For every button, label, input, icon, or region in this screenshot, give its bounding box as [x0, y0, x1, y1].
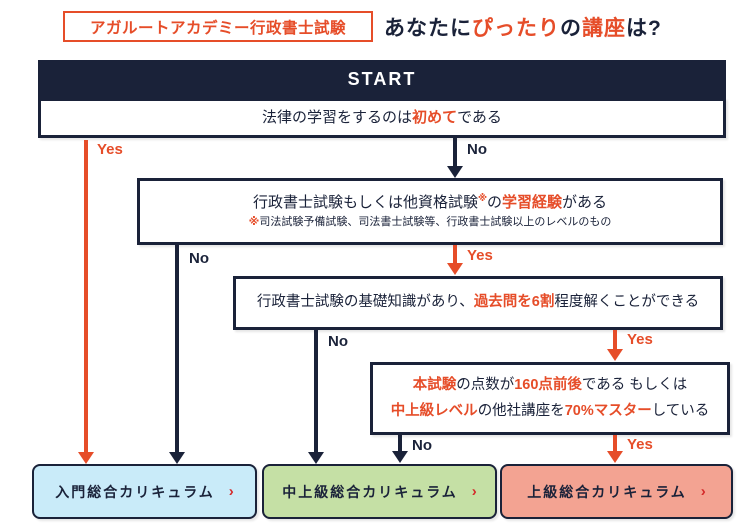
- start-banner: START: [38, 60, 726, 98]
- q4-yes-arrowhead-icon: [607, 451, 623, 463]
- q2-no-label: No: [189, 250, 209, 267]
- question-text: 法律の学習をするのは初めてである: [262, 109, 502, 127]
- q2-no-arrow: [175, 245, 179, 452]
- brand-badge: アガルートアカデミー行政書士試験: [63, 11, 373, 42]
- q1-yes-label: Yes: [97, 141, 123, 158]
- chevron-right-icon: ›: [471, 483, 477, 500]
- q2-yes-arrowhead-icon: [447, 263, 463, 275]
- q3-no-arrow: [314, 330, 318, 452]
- q3-no-arrowhead-icon: [308, 452, 324, 464]
- question-text-line1: 本試験の点数が160点前後である もしくは: [412, 377, 688, 394]
- result-label: 上級総合カリキュラム: [527, 483, 687, 500]
- q3-yes-label: Yes: [627, 331, 653, 348]
- q1-no-label: No: [467, 141, 487, 158]
- question-text-line2: 中上級レベルの他社講座を70%マスターしている: [390, 402, 710, 419]
- question-text: 行政書士試験の基礎知識があり、過去問を6割程度解くことができる: [256, 294, 700, 311]
- question-footnote: ※司法試験予備試験、司法書士試験等、行政書士試験以上のレベルのもの: [248, 216, 612, 229]
- result-label: 入門総合カリキュラム: [55, 483, 215, 500]
- question-box-first-time-law: 法律の学習をするのは初めてである: [38, 98, 726, 138]
- q1-yes-arrowhead-icon: [78, 452, 94, 464]
- q1-no-arrow: [453, 138, 457, 167]
- q4-no-arrow: [398, 435, 402, 452]
- q4-yes-arrow: [613, 435, 617, 452]
- q4-no-label: No: [412, 437, 432, 454]
- chevron-right-icon: ›: [228, 483, 234, 500]
- result-card-advanced-curriculum[interactable]: 上級総合カリキュラム ›: [500, 464, 733, 519]
- q4-no-arrowhead-icon: [392, 451, 408, 463]
- result-card-beginner-curriculum[interactable]: 入門総合カリキュラム ›: [32, 464, 257, 519]
- q2-no-arrowhead-icon: [169, 452, 185, 464]
- result-label: 中上級総合カリキュラム: [282, 483, 458, 500]
- question-text: 行政書士試験もしくは他資格試験※の学習経験がある: [252, 193, 608, 212]
- q4-yes-label: Yes: [627, 436, 653, 453]
- page-title: あなたにぴったりの講座は?: [384, 16, 662, 40]
- question-box-study-experience: 行政書士試験もしくは他資格試験※の学習経験がある ※司法試験予備試験、司法書士試…: [137, 178, 723, 245]
- q2-yes-arrow: [453, 245, 457, 264]
- question-box-score-160: 本試験の点数が160点前後である もしくは 中上級レベルの他社講座を70%マスタ…: [370, 362, 730, 435]
- result-card-intermediate-curriculum[interactable]: 中上級総合カリキュラム ›: [262, 464, 497, 519]
- q3-yes-arrowhead-icon: [607, 349, 623, 361]
- question-box-past-exam-60pct: 行政書士試験の基礎知識があり、過去問を6割程度解くことができる: [233, 276, 723, 330]
- q1-yes-arrow: [84, 140, 88, 452]
- q2-yes-label: Yes: [467, 247, 493, 264]
- q3-yes-arrow: [613, 330, 617, 350]
- q3-no-label: No: [328, 333, 348, 350]
- q1-no-arrowhead-icon: [447, 166, 463, 178]
- chevron-right-icon: ›: [700, 483, 706, 500]
